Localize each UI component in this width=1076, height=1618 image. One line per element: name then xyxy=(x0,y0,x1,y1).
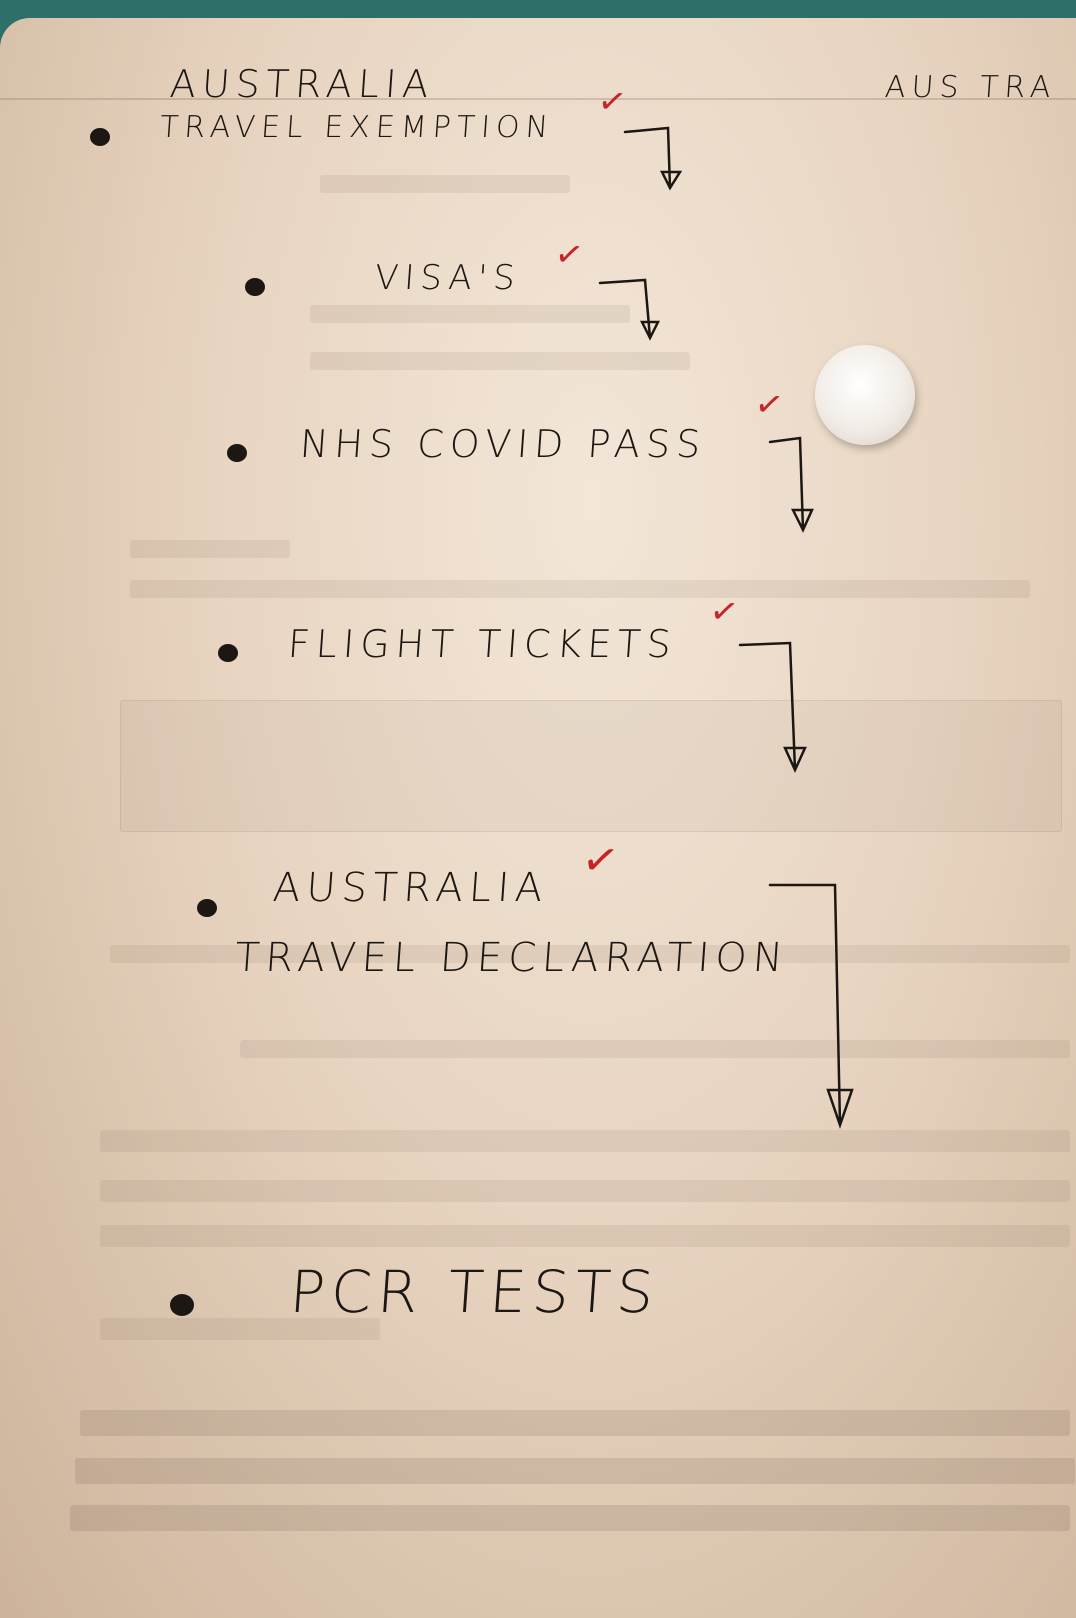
faint-print xyxy=(70,1505,1070,1531)
arrow-icon xyxy=(768,883,854,1129)
arrow-icon xyxy=(768,436,814,533)
faint-print xyxy=(80,1410,1070,1436)
bullet-icon xyxy=(227,444,247,462)
push-pin xyxy=(815,345,915,445)
bullet-icon xyxy=(90,128,110,146)
faint-print xyxy=(100,1180,1070,1202)
bullet-icon xyxy=(170,1294,194,1316)
faint-print xyxy=(100,1130,1070,1152)
faint-print xyxy=(240,1040,1070,1058)
faint-print xyxy=(110,945,1070,963)
paper-sheet xyxy=(0,18,1076,1618)
faint-print xyxy=(310,305,630,323)
paper-fold xyxy=(0,98,1076,100)
faint-print xyxy=(130,540,290,558)
bullet-icon xyxy=(197,899,217,917)
arrow-icon xyxy=(623,126,683,191)
arrow-icon xyxy=(738,641,807,774)
faint-print xyxy=(100,1225,1070,1247)
faint-print xyxy=(320,175,570,193)
faint-print xyxy=(100,1318,380,1340)
arrow-icon xyxy=(598,278,661,341)
faint-print xyxy=(310,352,690,370)
bullet-icon xyxy=(245,278,265,296)
faint-print xyxy=(130,580,1030,598)
faint-print xyxy=(120,700,1062,832)
bullet-icon xyxy=(218,644,238,662)
faint-print xyxy=(75,1458,1075,1484)
